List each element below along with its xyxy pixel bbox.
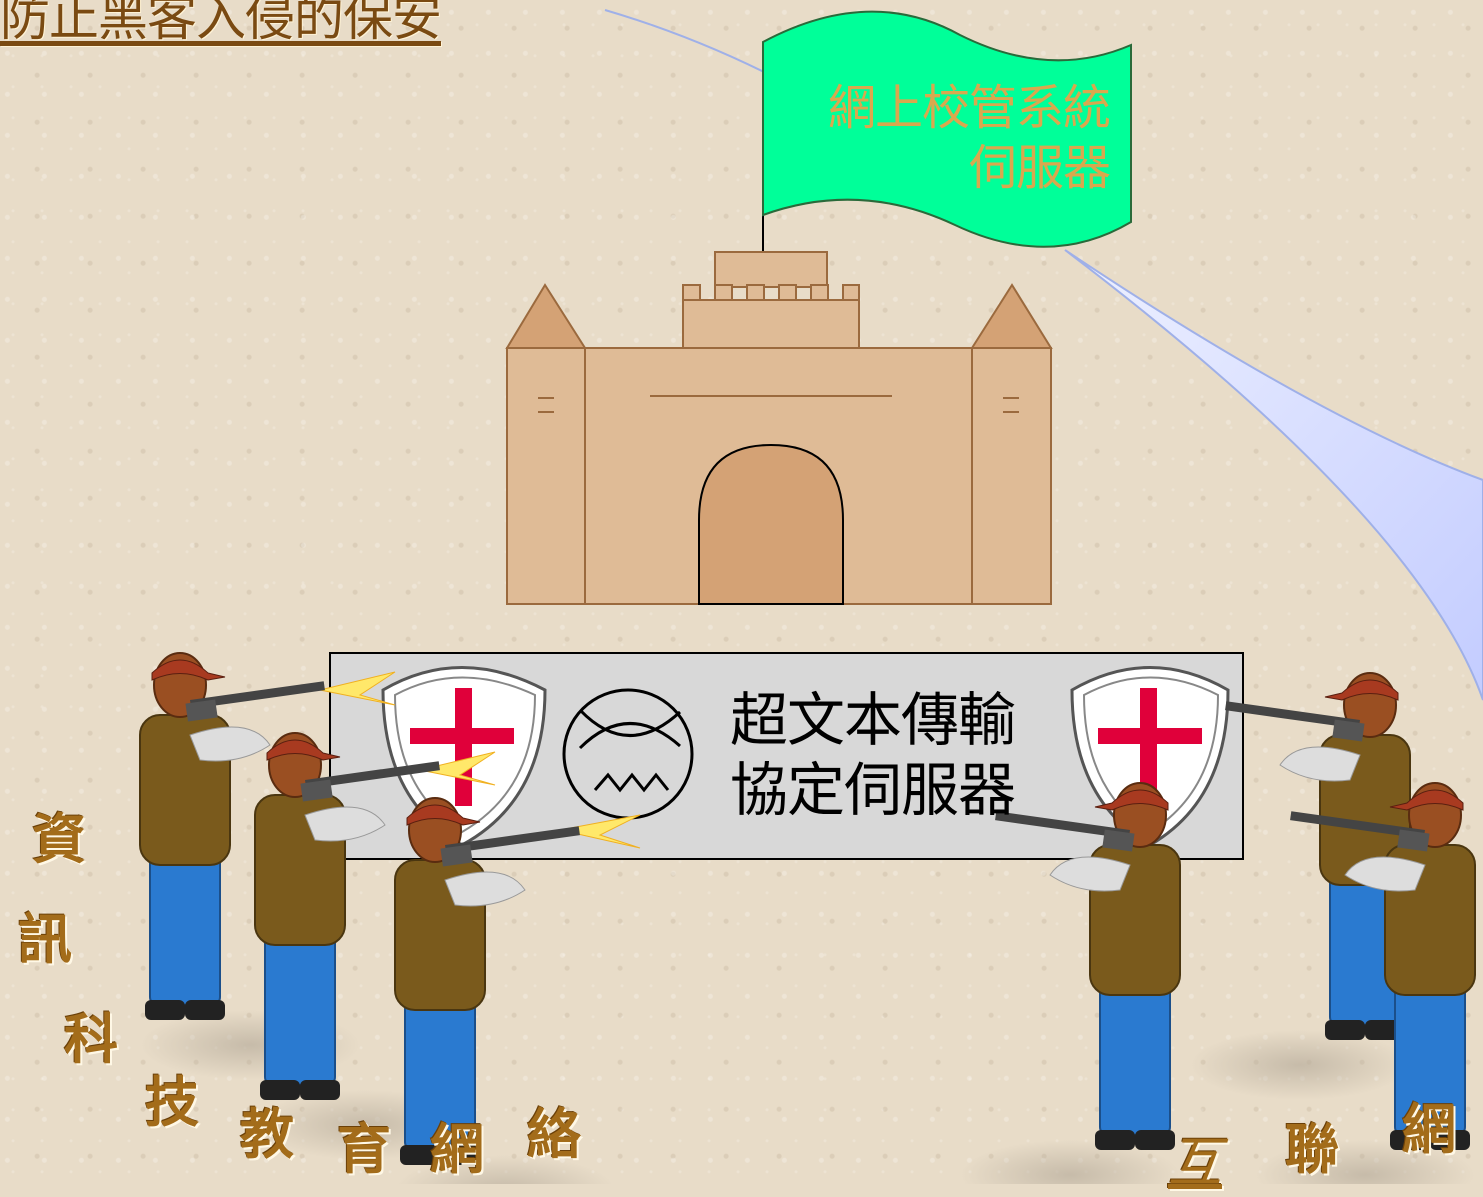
banner-label: 超文本傳輸 協定伺服器 xyxy=(730,685,1016,825)
flag-line-1: 網上校管系統 xyxy=(827,80,1111,136)
banner-line-2: 協定伺服器 xyxy=(730,756,1016,824)
flag-line-2: 伺服器 xyxy=(968,140,1111,196)
left-label-char: 絡 xyxy=(527,1103,581,1166)
shield-icon xyxy=(1070,666,1230,847)
right-label-char: 聯 xyxy=(1285,1118,1339,1181)
left-label-char: 網 xyxy=(430,1118,484,1181)
guard-with-rifle-icon xyxy=(254,732,475,1160)
guard-with-rifle-icon xyxy=(960,782,1181,1184)
flag-icon xyxy=(762,10,1132,252)
page-title: 防止黑客入侵的保安 xyxy=(0,0,442,47)
guard-with-rifle-icon xyxy=(394,797,614,1184)
left-label-char: 育 xyxy=(337,1118,391,1181)
left-label-char: 教 xyxy=(240,1103,294,1166)
left-label-char: 科 xyxy=(64,1008,118,1071)
muzzle-flash-icon xyxy=(319,671,641,849)
left-label-char: 技 xyxy=(145,1071,199,1134)
flag-label: 網上校管系統 伺服器 xyxy=(765,78,1111,198)
left-label-char: 訊 xyxy=(18,908,72,971)
castle-icon xyxy=(505,251,1053,605)
connector-line xyxy=(604,9,771,76)
guard-with-rifle-icon xyxy=(1255,782,1476,1184)
left-label-char: 資 xyxy=(32,808,86,871)
spotlight-beam xyxy=(1064,249,1483,701)
right-label-char: 互 xyxy=(1168,1131,1222,1194)
guard-with-rifle-icon xyxy=(1190,672,1411,1100)
right-label-char: 網 xyxy=(1402,1098,1456,1161)
banner-line-1: 超文本傳輸 xyxy=(730,686,1016,754)
